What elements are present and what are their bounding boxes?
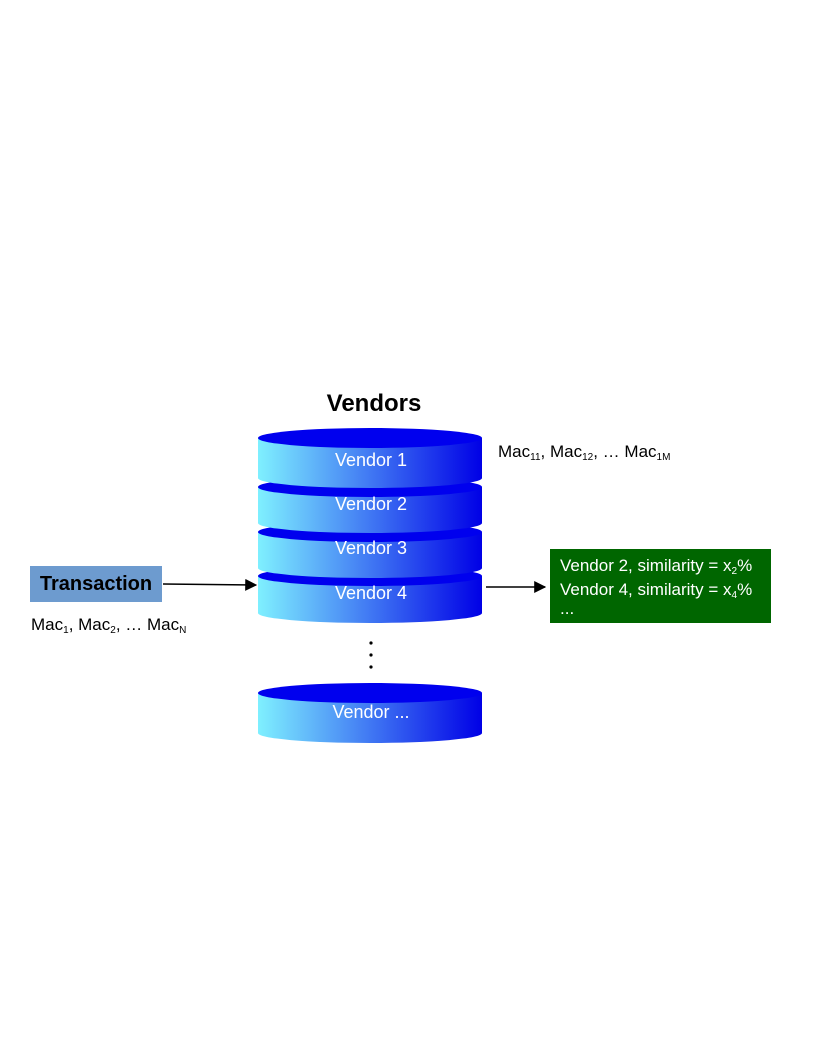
cylinder-vendor-more (258, 683, 482, 743)
vendor-mac-list: Mac11, Mac12, … Mac1M (498, 442, 671, 463)
vendor-label-2: Vendor 2 (334, 494, 408, 514)
arrow-transaction-to-vendors (162, 578, 258, 591)
transaction-mac-list: Mac1, Mac2, … MacN (31, 615, 187, 636)
result-line-more: ... (560, 599, 575, 618)
vendor-label-4: Vendor 4 (334, 583, 408, 603)
vendor-label-3: Vendor 3 (334, 538, 408, 558)
diagram-title: Vendors (326, 390, 422, 417)
vendor-label-1: Vendor 1 (334, 450, 408, 470)
vertical-ellipsis (369, 641, 373, 669)
transaction-box: Transaction (30, 566, 162, 602)
vendor-label-more: Vendor ... (332, 702, 410, 722)
cylinder-vendor-1 (258, 428, 482, 488)
result-line-vendor-2: Vendor 2, similarity = x2% (560, 556, 753, 577)
result-line-vendor-4: Vendor 4, similarity = x4% (560, 580, 753, 601)
similarity-result-box: Vendor 2, similarity = x2% Vendor 4, sim… (550, 549, 771, 623)
